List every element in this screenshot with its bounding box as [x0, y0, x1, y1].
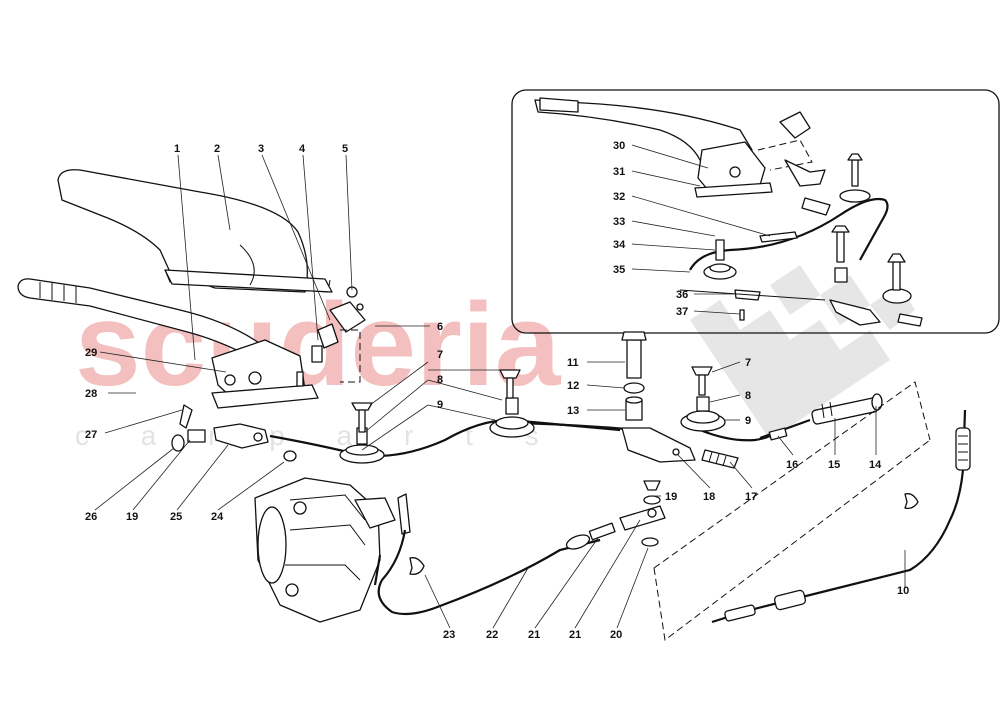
- callout-9a: 9: [437, 399, 443, 411]
- callout-3: 3: [258, 143, 264, 155]
- callout-1: 1: [174, 143, 180, 155]
- callout-12: 12: [567, 380, 579, 392]
- lower-cables: [373, 480, 919, 616]
- watermark-sub-text: c a r p a r t s: [75, 420, 561, 451]
- right-cable: [653, 381, 971, 641]
- callout-10: 10: [897, 585, 909, 597]
- callout-19b: 19: [665, 491, 677, 503]
- handbrake-cover: [57, 169, 333, 293]
- callout-22: 22: [486, 629, 498, 641]
- callout-7a: 7: [437, 349, 443, 361]
- inset-lever: [534, 97, 826, 198]
- callout-8b: 8: [745, 390, 751, 402]
- watermark-brand-text: scuderia: [75, 279, 562, 411]
- leader-lines: [94, 154, 906, 629]
- callout-32: 32: [613, 191, 625, 203]
- inset-panel: [511, 89, 1000, 334]
- callout-21b: 21: [569, 629, 581, 641]
- callout-9b: 9: [745, 415, 751, 427]
- checker-flag-watermark: [690, 265, 915, 440]
- callout-20: 20: [610, 629, 622, 641]
- callout-23: 23: [443, 629, 455, 641]
- callout-8a: 8: [437, 374, 443, 386]
- callout-19a: 19: [126, 511, 138, 523]
- callout-5: 5: [342, 143, 348, 155]
- callout-21a: 21: [528, 629, 540, 641]
- callout-7b: 7: [745, 357, 751, 369]
- callout-37: 37: [676, 306, 688, 318]
- callout-31: 31: [613, 166, 625, 178]
- callout-numbers: 1 2 3 4 5 6 7 8 9 11 12 13 7 8 9 16 15 1…: [85, 140, 909, 641]
- callout-27: 27: [85, 429, 97, 441]
- callout-15: 15: [828, 459, 840, 471]
- callout-13: 13: [567, 405, 579, 417]
- callout-34: 34: [613, 239, 626, 251]
- inset-leader-lines: [631, 144, 771, 315]
- handbrake-lever: [17, 278, 319, 409]
- callout-26: 26: [85, 511, 97, 523]
- callout-24: 24: [211, 511, 224, 523]
- brake-caliper: [254, 477, 411, 623]
- callout-17: 17: [745, 491, 757, 503]
- callout-16: 16: [786, 459, 798, 471]
- callout-25: 25: [170, 511, 182, 523]
- callout-4: 4: [299, 143, 306, 155]
- callout-2: 2: [214, 143, 220, 155]
- callout-28: 28: [85, 388, 97, 400]
- watermark: scuderia c a r p a r t s: [75, 265, 915, 451]
- inset-pulley-assembly: [679, 153, 923, 327]
- callout-18: 18: [703, 491, 715, 503]
- callout-30: 30: [613, 140, 625, 152]
- callout-6: 6: [437, 321, 443, 333]
- cable-assembly: [171, 331, 883, 469]
- callout-35: 35: [613, 264, 625, 276]
- ratchet-parts: [311, 286, 366, 383]
- callout-14: 14: [869, 459, 882, 471]
- callout-29: 29: [85, 347, 97, 359]
- callout-11: 11: [567, 357, 579, 369]
- callout-36: 36: [676, 289, 688, 301]
- callout-33: 33: [613, 216, 625, 228]
